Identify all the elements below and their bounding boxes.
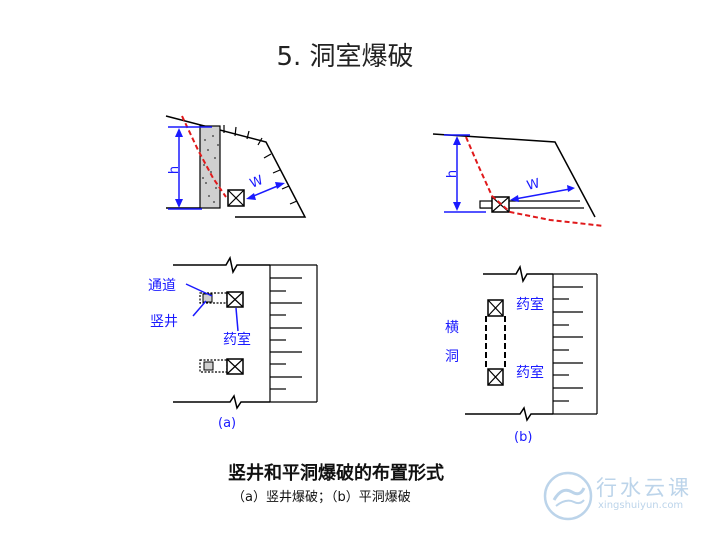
subfigure-b-label: (b) (514, 430, 532, 445)
red-dashed-break-line-b (465, 136, 605, 227)
h-label-b: h (445, 170, 460, 178)
vertical-shaft-a (199, 125, 221, 209)
contour-ticks-a (270, 277, 302, 390)
rock-hatching-a (223, 125, 298, 205)
adit-label-top: 横 (445, 320, 459, 336)
shaft-fill-dots (202, 135, 219, 203)
plan-outline-bottom-a (173, 394, 270, 410)
passage-label: 通道 (148, 278, 176, 294)
figure-subcaption: （a）竖井爆破；（b）平洞爆破 (232, 490, 411, 505)
figure-caption: 竖井和平洞爆破的布置形式 (228, 463, 444, 484)
passage-leader (185, 283, 213, 297)
w-label-a: W (248, 173, 266, 192)
shaft-plan-a2 (203, 361, 214, 371)
watermark-name: 行水云课 (596, 476, 692, 500)
watermark-logo-icon (543, 471, 593, 521)
w-dimension-a (250, 184, 281, 198)
adit-plan-view: 横 洞 药室 药室 (b) (445, 264, 598, 445)
w-dimension-b (514, 188, 571, 200)
shaft-plan-view: 通道 竖井 药室 (a) (148, 255, 318, 431)
shaft-leader (192, 300, 207, 317)
shaft-label: 竖井 (150, 314, 178, 330)
plan-outline-bottom-b (465, 406, 553, 422)
watermark: 行水云课 xingshuiyun.com (540, 466, 710, 526)
slide-title: 5. 洞室爆破 (276, 42, 414, 72)
slope-profile-b (432, 133, 596, 218)
adit-section-view: h W (432, 133, 605, 227)
watermark-url: xingshuiyun.com (598, 500, 684, 511)
contour-ticks-b (553, 286, 583, 402)
shaft-section-view: h W (165, 115, 307, 218)
red-dashed-break-line-a (181, 115, 227, 198)
plan-outline-top-b (483, 264, 553, 284)
chamber-leader (235, 307, 239, 332)
chamber-label-b2: 药室 (516, 364, 544, 381)
subfigure-a-label: (a) (218, 416, 236, 431)
h-label-a: h (167, 166, 182, 174)
chamber-label-b1: 药室 (516, 296, 544, 313)
plan-outline-top-a (173, 255, 270, 275)
w-label-b: W (525, 176, 541, 194)
adit-label-bottom: 洞 (445, 349, 459, 365)
chamber-label-a: 药室 (223, 331, 251, 348)
adit-stub-b (479, 200, 494, 209)
